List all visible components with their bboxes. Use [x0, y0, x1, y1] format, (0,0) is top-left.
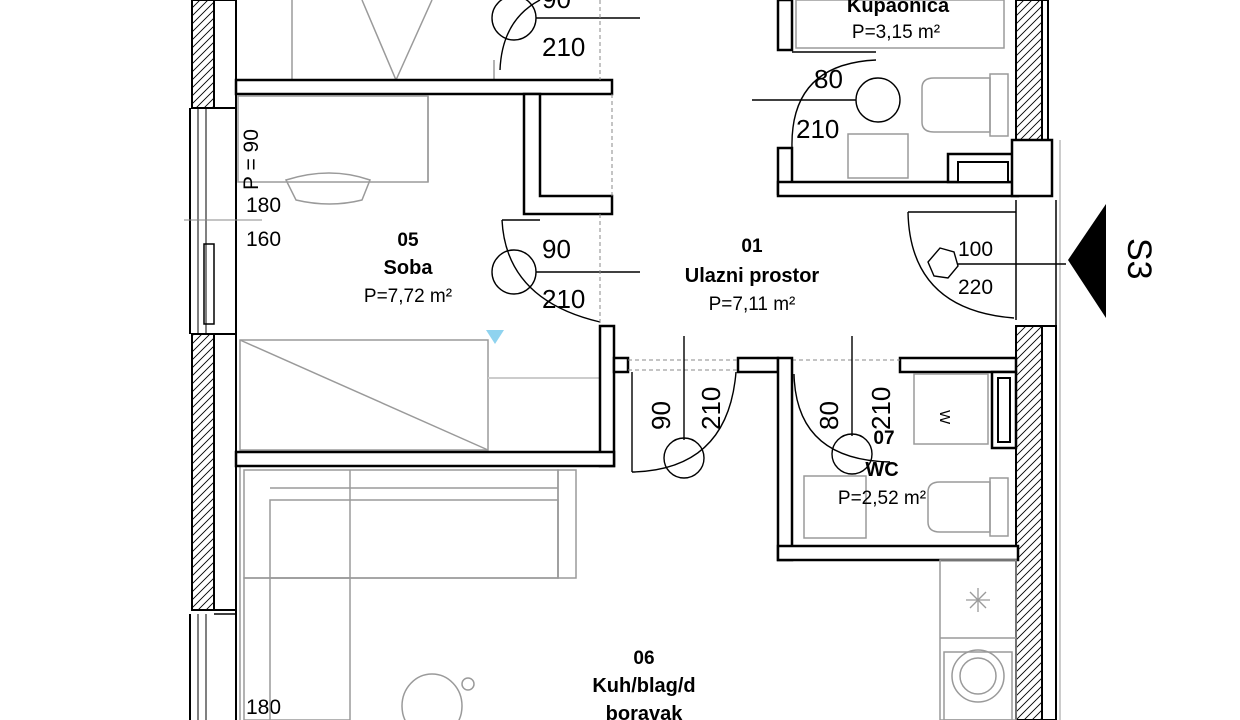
door-soba	[491, 214, 640, 326]
room-soba-number: 05	[397, 230, 419, 251]
door-wc	[793, 336, 891, 475]
top-room-furniture	[291, 0, 495, 81]
room-wc-number: 07	[873, 428, 894, 449]
door-kitchen-height: 210	[696, 387, 726, 430]
door-entry	[907, 200, 1066, 320]
room-kuhinja-name-line2: boravak	[606, 703, 684, 720]
room-wc-name: WC	[865, 459, 898, 481]
wc-walls	[776, 356, 1020, 562]
kupaonica-walls	[776, 0, 1020, 198]
room-kupaonica-area: P=3,15 m²	[852, 22, 940, 43]
door-top	[491, 0, 640, 80]
soba-furniture	[237, 95, 600, 451]
room-ulazni-area: P=7,11 m²	[709, 294, 796, 315]
marker-triangle	[486, 330, 504, 344]
door-top-height: 210	[542, 32, 585, 62]
section-label: S3	[1120, 238, 1158, 280]
door-entry-height: 220	[958, 276, 993, 299]
door-soba-width: 90	[542, 234, 571, 264]
window-left-parapet: P = 90	[240, 129, 263, 190]
room-ulazni-name: Ulazni prostor	[685, 265, 820, 287]
wall-top-soba	[234, 78, 614, 96]
room-soba-name: Soba	[384, 257, 434, 279]
room-ulazni-number: 01	[741, 236, 763, 257]
door-bathroom-height: 210	[796, 114, 839, 144]
section-marker-arrow	[1068, 204, 1106, 318]
window-left-bottom	[189, 613, 236, 720]
kupaonica-fixtures	[795, 0, 1009, 179]
room-kuhinja-number: 06	[633, 648, 654, 669]
door-wc-width: 80	[814, 401, 844, 430]
window-left-bottom-width: 180	[246, 696, 281, 719]
kitchen-furniture	[243, 469, 1017, 720]
door-bathroom-width: 80	[814, 64, 843, 94]
wall-ulazni-lower	[612, 356, 1018, 374]
door-kitchen	[631, 336, 737, 479]
window-left-width: 180	[246, 194, 281, 217]
window-left-height: 160	[246, 228, 281, 251]
wall-soba-closet	[522, 92, 614, 216]
left-exterior-wall	[184, 0, 262, 720]
door-kitchen-width: 90	[646, 401, 676, 430]
room-wc-area: P=2,52 m²	[838, 488, 926, 509]
door-bathroom	[752, 51, 901, 149]
window-left-top	[189, 107, 236, 335]
door-soba-height: 210	[542, 284, 585, 314]
wc-fixtures	[803, 373, 1009, 539]
door-top-width: 90	[542, 0, 571, 14]
door-entry-width: 100	[958, 238, 993, 261]
room-kupaonica-name: Kupaonica	[847, 0, 950, 17]
right-exterior-wall	[1010, 0, 1061, 720]
wall-soba-right-lower	[598, 324, 616, 468]
room-kuhinja-name: Kuh/blag/d	[592, 675, 695, 697]
wall-soba-kitchen	[234, 450, 616, 468]
washer-label: W	[936, 410, 953, 425]
door-wc-height: 210	[866, 387, 896, 430]
room-soba-area: P=7,72 m²	[364, 286, 452, 307]
